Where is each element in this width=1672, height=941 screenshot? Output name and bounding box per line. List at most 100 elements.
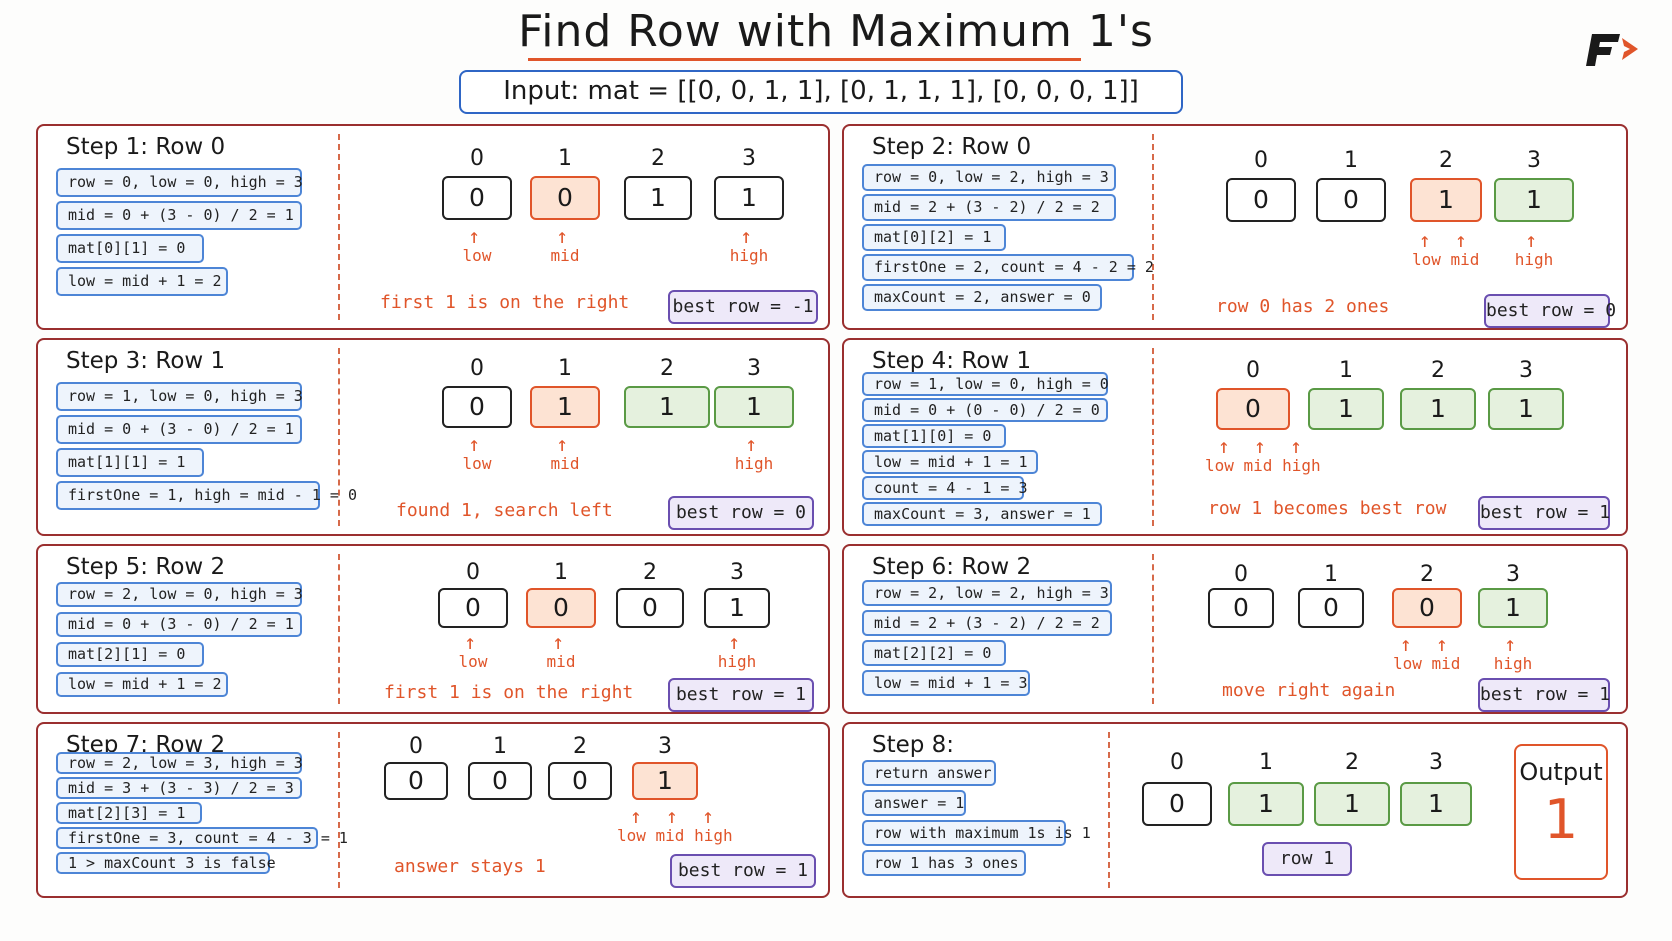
best-row-badge: best row = 1 [1478,496,1610,530]
matrix-cell: 0 [1392,588,1462,628]
pointer-text: high [1514,250,1554,269]
code-line: low = mid + 1 = 3 [862,670,1030,696]
pointer-label: ↑high [725,226,773,265]
panel-divider [338,134,340,320]
code-line: row = 0, low = 2, high = 3 [862,164,1116,191]
step-note: first 1 is on the right [384,682,634,703]
pointer-label: ↑high [713,632,761,671]
step-title: Step 6: Row 2 [872,554,1032,580]
matrix-cell: 0 [548,762,612,800]
code-line: mat[1][1] = 1 [56,448,204,477]
pointer-text: high [729,246,769,265]
column-index: 3 [730,560,744,585]
code-line: firstOne = 2, count = 4 - 2 = 2 [862,254,1154,281]
matrix-cell: 1 [1410,178,1482,222]
pointer-text: low [458,652,488,671]
column-index: 1 [558,146,572,171]
pointer-label: ↑mid [541,434,589,473]
code-line: firstOne = 1, high = mid - 1 = 0 [56,481,357,510]
matrix-cell: 1 [1488,388,1564,430]
panel-divider [1108,732,1110,888]
column-index: 0 [1246,358,1260,383]
column-index: 0 [470,146,484,171]
code-line: mat[1][0] = 0 [862,424,1006,448]
code-line: row = 1, low = 0, high = 0 [862,372,1109,396]
column-index: 3 [1527,148,1541,173]
code-line: mat[2][1] = 0 [56,642,204,667]
matrix-cell: 0 [616,588,684,628]
pointer-text: low mid [1393,654,1461,673]
matrix-cell: 1 [704,588,770,628]
up-arrow-icon: ↑ [555,432,575,456]
pointer-label: ↑ ↑low mid [1393,634,1460,673]
step-title: Step 4: Row 1 [872,348,1032,374]
pointer-text: high [1493,654,1533,673]
column-index: 0 [1170,750,1184,775]
matrix-cell: 1 [624,386,710,428]
step-title: Step 5: Row 2 [66,554,226,580]
code-line: mid = 0 + (3 - 0) / 2 = 1 [56,415,302,444]
up-arrow-icon: ↑ ↑ [1418,228,1473,252]
matrix-cell: 0 [1216,388,1290,430]
column-index: 1 [1339,358,1353,383]
column-index: 1 [493,734,507,759]
matrix-cell: 1 [1400,782,1472,826]
step-title: Step 1: Row 0 [66,134,226,160]
matrix-cell: 1 [714,386,794,428]
pointer-label: ↑ ↑ ↑low mid high [617,806,733,845]
code-line: row = 2, low = 3, high = 3 [56,752,303,774]
up-arrow-icon: ↑ [727,630,747,654]
code-line: mid = 0 + (0 - 0) / 2 = 0 [862,398,1108,422]
page-title: Find Row with Maximum 1's [518,6,1154,57]
brand-logo-icon [1586,34,1638,66]
code-line: mat[2][3] = 1 [56,802,202,824]
matrix-cell: 1 [1228,782,1304,826]
matrix-cell: 0 [526,588,596,628]
pointer-label: ↑low [453,434,501,473]
matrix-cell: 0 [1226,178,1296,222]
step-note: answer stays 1 [394,856,546,877]
code-line: mat[0][1] = 0 [56,234,204,263]
matrix-cell: 0 [384,762,448,800]
code-line: low = mid + 1 = 2 [56,267,228,296]
matrix-cell: 0 [1142,782,1212,826]
pointer-text: low [462,246,492,265]
column-index: 3 [1506,562,1520,587]
column-index: 2 [660,356,674,381]
up-arrow-icon: ↑ [555,224,575,248]
code-line: row = 1, low = 0, high = 3 [56,382,303,411]
pointer-text: low [462,454,492,473]
panel-divider [1152,554,1154,704]
matrix-cell: 1 [714,176,784,220]
input-box: Input: mat = [[0, 0, 1, 1], [0, 1, 1, 1]… [459,70,1183,114]
column-index: 0 [1254,148,1268,173]
column-index: 2 [643,560,657,585]
code-line: answer = 1 [862,790,966,816]
code-line: mid = 3 + (3 - 3) / 2 = 3 [56,777,302,799]
panel-divider [338,554,340,704]
code-line: mid = 2 + (3 - 2) / 2 = 2 [862,194,1116,221]
matrix-cell: 0 [442,386,512,428]
pointer-text: high [717,652,757,671]
column-index: 3 [742,146,756,171]
column-index: 3 [658,734,672,759]
up-arrow-icon: ↑ ↑ [1399,632,1454,656]
best-row-badge: best row = 1 [668,678,814,712]
up-arrow-icon: ↑ [1503,632,1523,656]
column-index: 0 [466,560,480,585]
column-index: 2 [1345,750,1359,775]
up-arrow-icon: ↑ [467,432,487,456]
column-index: 2 [1420,562,1434,587]
matrix-cell: 0 [442,176,512,220]
step-title: Step 8: [872,732,955,758]
pointer-label: ↑high [730,434,778,473]
code-line: row with maximum 1s is 1 [862,820,1091,846]
code-line: low = mid + 1 = 2 [56,672,228,697]
column-index: 3 [1519,358,1533,383]
up-arrow-icon: ↑ ↑ ↑ [629,804,720,828]
pointer-label: ↑mid [541,226,589,265]
